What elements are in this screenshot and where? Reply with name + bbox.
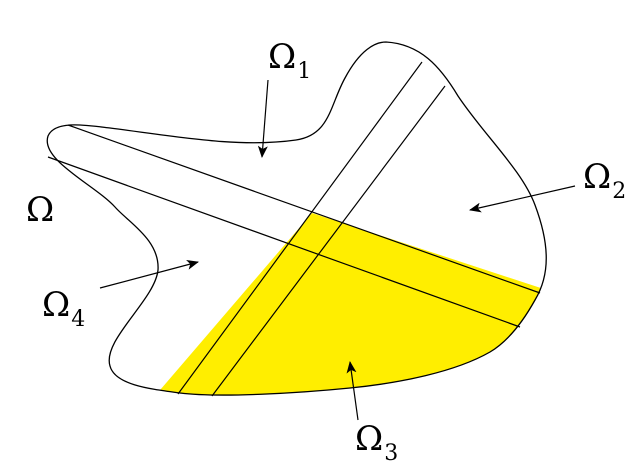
strip-line-lower-left [47, 156, 521, 328]
strip-line-diagonal-left [177, 61, 423, 395]
strip-line-upper-left [67, 124, 541, 294]
strip-line-diagonal-right [211, 85, 446, 397]
domain-boundary [46, 41, 547, 396]
omega3-shaded-region [100, 213, 547, 396]
label-omega-2: Ω2 [583, 157, 627, 204]
label-omega-1: Ω1 [268, 37, 312, 84]
label-omega: Ω [26, 190, 55, 230]
arrow-omega1 [257, 79, 269, 158]
arrow-omega4 [99, 259, 199, 289]
label-omega-4: Ω4 [42, 285, 86, 332]
arrow-omega3 [346, 361, 359, 421]
arrow-omega2 [469, 185, 576, 213]
label-omega-3: Ω3 [355, 419, 399, 466]
